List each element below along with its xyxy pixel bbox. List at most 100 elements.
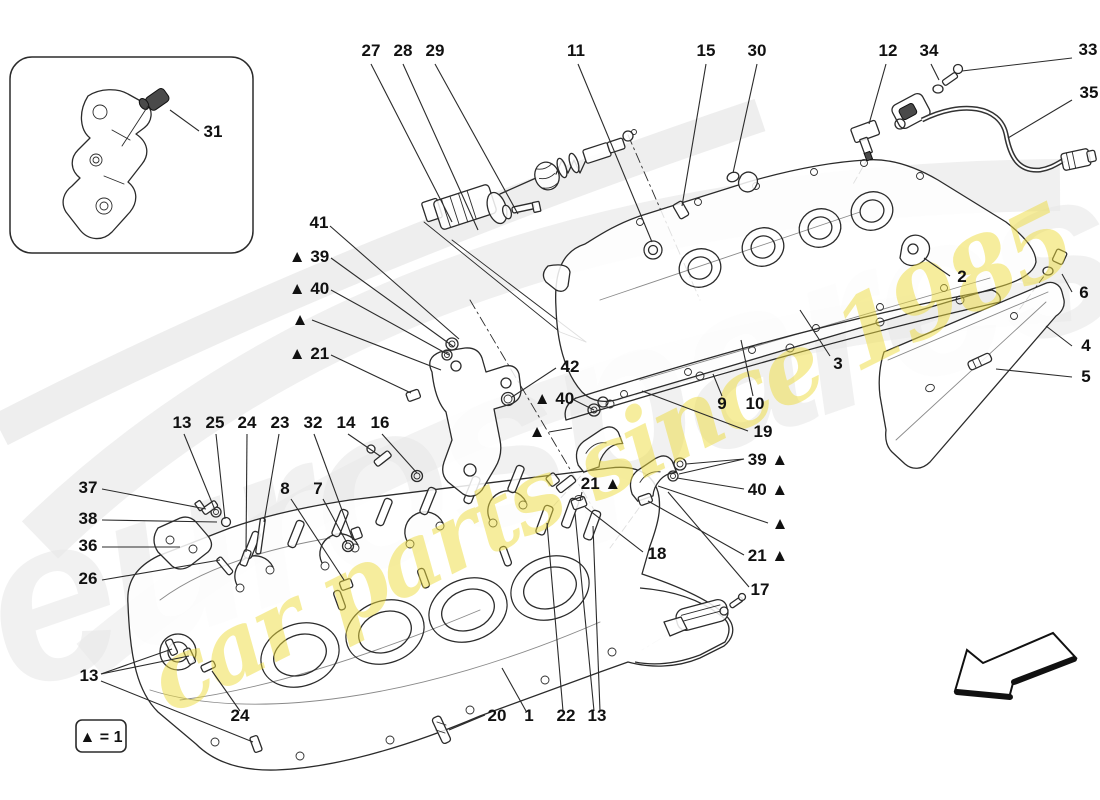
leader-line xyxy=(169,109,200,132)
part-label-41: 41 xyxy=(310,213,329,232)
small-hardware xyxy=(153,337,687,753)
leader-line xyxy=(546,522,564,712)
leader-line xyxy=(381,433,418,474)
leader-line xyxy=(548,427,573,433)
part-label-4: 4 xyxy=(1081,336,1091,355)
cam-cover-ports xyxy=(678,191,894,288)
legend-box: ▲ = 1 xyxy=(75,719,127,753)
leader-line xyxy=(183,433,216,511)
part-label-27: 27 xyxy=(362,41,381,60)
part-label-13: 13 xyxy=(588,706,607,725)
leader-line xyxy=(712,373,723,397)
leader-line xyxy=(667,491,750,588)
leader-line xyxy=(322,498,348,544)
leader-line xyxy=(641,390,749,432)
leader-line xyxy=(961,57,1073,72)
leader-line xyxy=(311,319,442,371)
leader-line xyxy=(245,433,248,553)
leader-line xyxy=(330,257,455,348)
leader-line xyxy=(263,433,280,523)
leader-line xyxy=(681,63,707,207)
head-studs xyxy=(243,464,602,611)
part-label-5: 5 xyxy=(1081,367,1090,386)
back-arrow-icon xyxy=(953,631,1078,700)
part-label-1: 1 xyxy=(524,706,533,725)
leader-line xyxy=(347,433,381,457)
part-label-24: 24 xyxy=(231,706,250,725)
leader-line xyxy=(100,648,173,675)
tensioner-part xyxy=(663,592,747,637)
part-label-11: 11 xyxy=(567,41,585,60)
leader-line xyxy=(573,399,595,411)
part-label-12: 12 xyxy=(879,41,898,60)
part-label-triangle: ▲ xyxy=(292,310,309,329)
leader-line xyxy=(313,433,354,541)
part-label-15: 15 xyxy=(697,41,716,60)
leader-line xyxy=(868,63,887,125)
part-label-32: 32 xyxy=(304,413,323,432)
part-label-triangle: ▲ xyxy=(772,514,789,533)
leader-line xyxy=(100,655,190,675)
part-label-21: 21 ▲ xyxy=(581,474,621,493)
leader-line xyxy=(511,367,557,398)
part-label-22: 22 xyxy=(557,706,576,725)
part-label-9: 9 xyxy=(717,394,726,413)
part-label-31: 31 xyxy=(204,122,223,141)
leader-line xyxy=(448,714,486,731)
cover-mount-bracket xyxy=(429,347,522,497)
leader-line xyxy=(574,512,595,712)
cam-journal-saddles xyxy=(234,490,528,593)
part-label-7: 7 xyxy=(313,479,322,498)
leader-line xyxy=(995,368,1073,378)
leader-line xyxy=(101,488,207,510)
part-label-18: 18 xyxy=(648,544,667,563)
part-label-40: ▲ 40 xyxy=(534,389,574,408)
leader-line xyxy=(330,354,412,394)
part-label-23: 23 xyxy=(271,413,290,432)
lifting-hook xyxy=(899,234,931,267)
part-label-14: 14 xyxy=(337,413,356,432)
cam-sensor-cable xyxy=(891,63,1097,173)
engine-drawing xyxy=(127,63,1097,771)
leader-line xyxy=(100,680,254,743)
timing-solenoid-assembly xyxy=(421,129,637,230)
part-label-16: 16 xyxy=(371,413,390,432)
head-flange-holes xyxy=(210,647,617,761)
leader-line xyxy=(647,500,745,556)
leader-line xyxy=(101,519,218,523)
leader-line xyxy=(1007,99,1073,139)
part-label-36: 36 xyxy=(79,536,98,555)
leader-line xyxy=(1061,273,1073,293)
leader-line xyxy=(211,670,241,712)
leader-line xyxy=(215,433,226,520)
part-label-38: 38 xyxy=(79,509,98,528)
leader-line xyxy=(685,458,745,465)
leader-line xyxy=(799,309,831,357)
leader-line xyxy=(579,491,583,502)
part-label-2: 2 xyxy=(957,267,966,286)
part-label-28: 28 xyxy=(394,41,413,60)
part-label-26: 26 xyxy=(79,569,98,588)
part-label-13: 13 xyxy=(80,666,99,685)
part-label-21: 21 ▲ xyxy=(748,546,788,565)
part-label-21: ▲ 21 xyxy=(289,344,329,363)
part-label-34: 34 xyxy=(920,41,939,60)
part-label-20: 20 xyxy=(488,706,507,725)
part-label-30: 30 xyxy=(748,41,767,60)
leader-line xyxy=(370,63,453,223)
leader-line xyxy=(290,498,345,581)
leader-line xyxy=(923,257,951,277)
leader-line xyxy=(676,477,745,490)
leader-line xyxy=(329,225,460,340)
cover-sensor xyxy=(850,119,881,162)
part-label-33: 33 xyxy=(1079,40,1098,59)
part-label-42: 42 xyxy=(561,357,580,376)
leader-line xyxy=(592,525,601,712)
leader-line xyxy=(584,506,644,553)
part-label-8: 8 xyxy=(280,479,289,498)
part-label-triangle: ▲ xyxy=(529,422,546,441)
heat-shield xyxy=(878,248,1068,469)
leader-line xyxy=(577,63,653,243)
